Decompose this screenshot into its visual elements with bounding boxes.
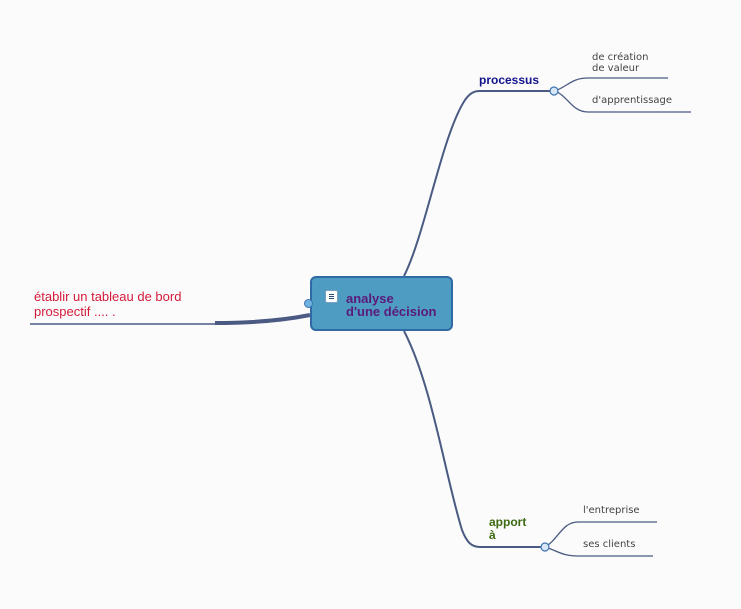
subtopic-l-entreprise[interactable]: l'entreprise (583, 505, 640, 516)
connector-processus-creation (554, 77, 668, 92)
subtopic-d-apprentissage[interactable]: d'apprentissage (592, 95, 673, 106)
topic-processus[interactable]: processus (479, 73, 540, 87)
central-node-label: analyse d'une décision (346, 291, 437, 320)
connector-central-apport (403, 330, 545, 548)
connector-central-tableau (214, 313, 311, 325)
connector-processus-apprentissage (554, 90, 691, 113)
connector-central-processus (403, 90, 555, 277)
subtopic-de-creation-de-valeur[interactable]: de création de valeur (592, 52, 649, 74)
note-icon[interactable] (325, 290, 338, 303)
topic-tableau-de-bord[interactable]: établir un tableau de bord prospectif ..… (34, 289, 182, 319)
collapse-left-handle[interactable] (304, 299, 313, 308)
topic-apport[interactable]: apport à (489, 515, 527, 542)
expander-processus[interactable] (549, 86, 559, 96)
subtopic-ses-clients[interactable]: ses clients (583, 539, 636, 550)
expander-apport[interactable] (540, 542, 550, 552)
